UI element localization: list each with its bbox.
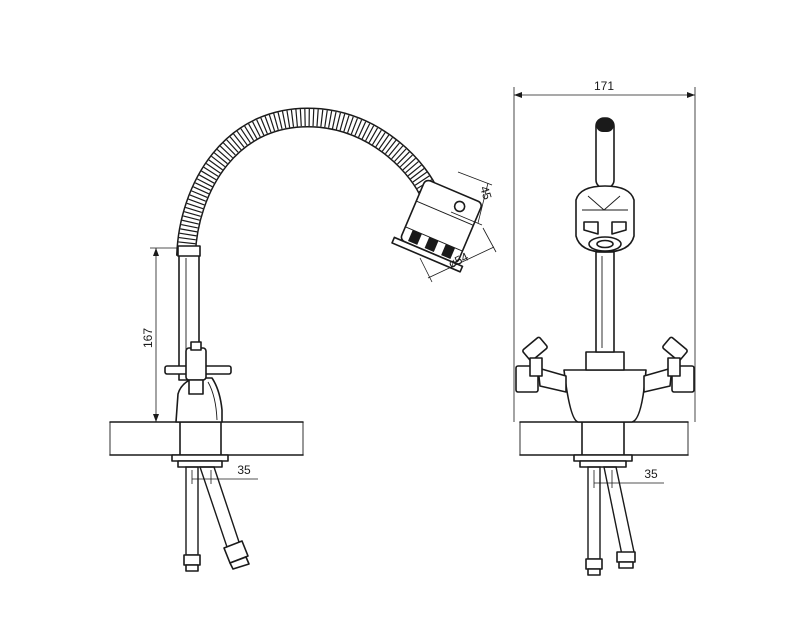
spray-head-left: [391, 179, 482, 273]
dim-label-35-left: 35: [237, 463, 251, 477]
side-handle: [164, 341, 232, 395]
dimension-171: 171: [513, 79, 696, 422]
dimension-167: 167: [141, 247, 178, 423]
right-handle-front: [643, 336, 695, 393]
flexible-spout-left: [176, 107, 440, 257]
side-view: 167 45 ø54 35: [109, 107, 497, 572]
dim-label-171: 171: [594, 79, 614, 93]
faucet-body-front: [563, 351, 647, 423]
faucet-column-front: [595, 251, 615, 353]
left-handle-front: [515, 336, 567, 393]
supply-hoses-right: [585, 466, 636, 576]
faucet-base-left: [175, 377, 223, 423]
dimension-35-left: 35: [191, 463, 258, 484]
countertop-right: [519, 421, 689, 468]
dimension-35-right: 35: [593, 467, 664, 488]
front-view: 171: [513, 79, 696, 576]
dim-label-45: 45: [477, 184, 494, 201]
dimension-45: 45: [450, 171, 495, 226]
dim-label-167: 167: [141, 328, 155, 348]
flexible-spout-front: [595, 117, 615, 189]
spray-head-front: [575, 185, 635, 253]
supply-hoses-left: [183, 466, 250, 572]
countertop-left: [109, 421, 304, 468]
dim-label-35-right: 35: [644, 467, 658, 481]
